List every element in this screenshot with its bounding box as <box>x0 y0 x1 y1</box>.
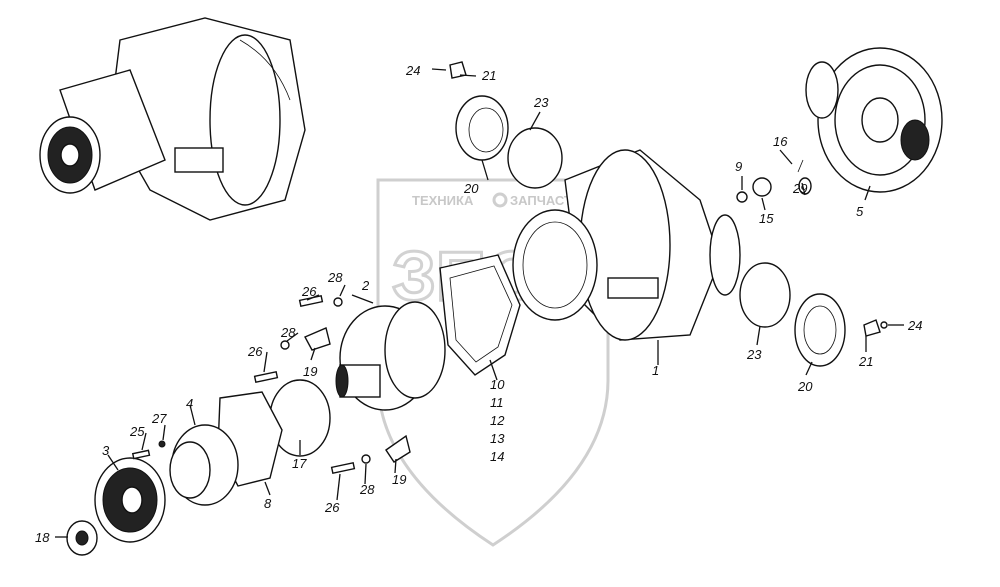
callout-21-top: 21 <box>481 68 496 83</box>
callout-18: 18 <box>35 530 50 545</box>
callout-20-top: 20 <box>463 181 479 196</box>
watermark-text-left: ТЕХНИКА <box>412 193 474 208</box>
callout-19-upper: 19 <box>303 364 317 379</box>
leader-lines <box>55 68 904 538</box>
part-23-bearing-ring-right <box>739 262 791 328</box>
watermark-gear-icon <box>492 192 508 208</box>
watermark-text-right: ЗАПЧАСТИ <box>510 193 581 208</box>
callout-23-top: 23 <box>533 95 549 110</box>
part-5-differential <box>805 47 943 193</box>
part-20-bearing-nut-right <box>794 293 846 367</box>
callout-11: 11 <box>490 395 504 410</box>
callout-3: 3 <box>102 443 110 458</box>
callout-21-right: 21 <box>858 354 873 369</box>
callouts: 24 21 23 20 9 16 29 15 5 2 28 26 28 26 1… <box>35 63 922 545</box>
callout-1: 1 <box>652 363 659 378</box>
gasket-10-14 <box>439 254 521 376</box>
part-23-bearing-ring-left <box>507 127 563 189</box>
callout-25: 25 <box>129 424 145 439</box>
part-20-bearing-nut-left <box>455 95 509 161</box>
callout-10: 10 <box>490 377 505 392</box>
callout-26-lower: 26 <box>324 500 340 515</box>
callout-16: 16 <box>773 134 788 149</box>
callout-24-top: 24 <box>405 63 420 78</box>
callout-26-mid: 26 <box>247 344 263 359</box>
callout-17: 17 <box>292 456 307 471</box>
callout-4: 4 <box>186 396 193 411</box>
callout-9: 9 <box>735 159 742 174</box>
part-3-flange <box>94 457 166 543</box>
callout-20-right: 20 <box>797 379 813 394</box>
callout-27: 27 <box>151 411 167 426</box>
callout-14: 14 <box>490 449 504 464</box>
callout-15: 15 <box>759 211 774 226</box>
callout-8: 8 <box>264 496 272 511</box>
assembled-axle-illustration <box>39 17 306 221</box>
part-18-nut <box>66 520 98 556</box>
callout-2: 2 <box>361 278 370 293</box>
callout-23-right: 23 <box>746 347 762 362</box>
callout-28-mid: 28 <box>280 325 296 340</box>
part-flange-plate <box>512 209 598 321</box>
callout-12: 12 <box>490 413 505 428</box>
callout-28-lower: 28 <box>359 482 375 497</box>
callout-26-upper: 26 <box>301 284 317 299</box>
callout-13: 13 <box>490 431 505 446</box>
callout-28-upper: 28 <box>327 270 343 285</box>
callout-19-lower: 19 <box>392 472 406 487</box>
callout-24-right: 24 <box>907 318 922 333</box>
part-1-axle-housing <box>564 149 741 341</box>
part-4-bearing-housing <box>169 424 239 506</box>
part-2-drive-pinion-housing <box>335 301 446 411</box>
callout-5: 5 <box>856 204 864 219</box>
callout-29: 29 <box>792 181 807 196</box>
